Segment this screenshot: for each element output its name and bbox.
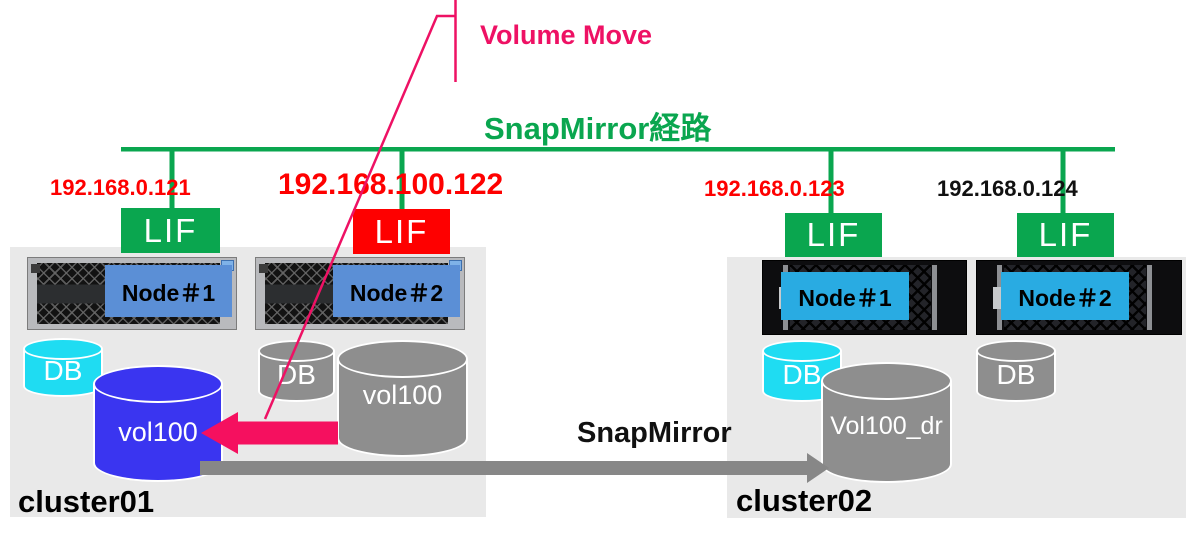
volume-label: Vol100_dr [830, 412, 943, 440]
ip-address-c1n2: 192.168.100.122 [278, 168, 504, 201]
ip-address-c2n1: 192.168.0.123 [704, 176, 845, 201]
lif-label: LIF [1038, 216, 1093, 253]
lif-label: LIF [143, 211, 198, 249]
db-cylinder-c1n1: DB [23, 338, 103, 397]
node-strip-right [932, 265, 937, 330]
lif-box-c1n1: LIF [121, 208, 220, 253]
db-cylinder-label: DB [782, 359, 822, 390]
node-label-c2n2: Node＃2 [1001, 272, 1129, 320]
node-detail-square [259, 264, 268, 273]
db-cylinder-label: DB [277, 359, 316, 390]
ip-address-c2n2: 192.168.0.124 [937, 176, 1078, 201]
snapmirror-arrow-label: SnapMirror [577, 417, 732, 449]
lif-box-c2n2: LIF [1017, 213, 1114, 257]
cluster01-name: cluster01 [18, 484, 155, 519]
lif-label: LIF [374, 212, 429, 250]
volume-move-title: Volume Move [480, 20, 653, 50]
db-cylinder-c2n2: DB [976, 340, 1056, 402]
ip-address-c1n1: 192.168.0.121 [50, 175, 191, 200]
cluster02-name: cluster02 [736, 483, 873, 518]
db-cylinder-c1n2: DB [258, 340, 335, 402]
db-cylinder-label: DB [996, 359, 1036, 390]
node-label-c1n1: Node＃1 [105, 265, 232, 317]
node-latch [993, 286, 1003, 309]
volume-label: vol100 [118, 417, 198, 447]
lif-label: LIF [806, 216, 861, 253]
db-cylinder-label: DB [43, 355, 83, 386]
moved-volume-cylinder: vol100 [93, 365, 223, 482]
node-label-c1n2: Node＃2 [333, 265, 460, 317]
lif-box-c1n2: LIF [353, 209, 450, 254]
source-volume-cylinder: vol100 [337, 340, 468, 457]
lif-box-c2n1: LIF [785, 213, 882, 257]
dr-volume-cylinder: Vol100_dr [821, 362, 952, 483]
snapmirror-route-title: SnapMirror経路 [484, 111, 712, 146]
volume-label: vol100 [362, 380, 443, 410]
node-label-c2n1: Node＃1 [781, 272, 909, 320]
node-strip-right [1147, 265, 1152, 330]
node-detail-square [31, 264, 40, 273]
